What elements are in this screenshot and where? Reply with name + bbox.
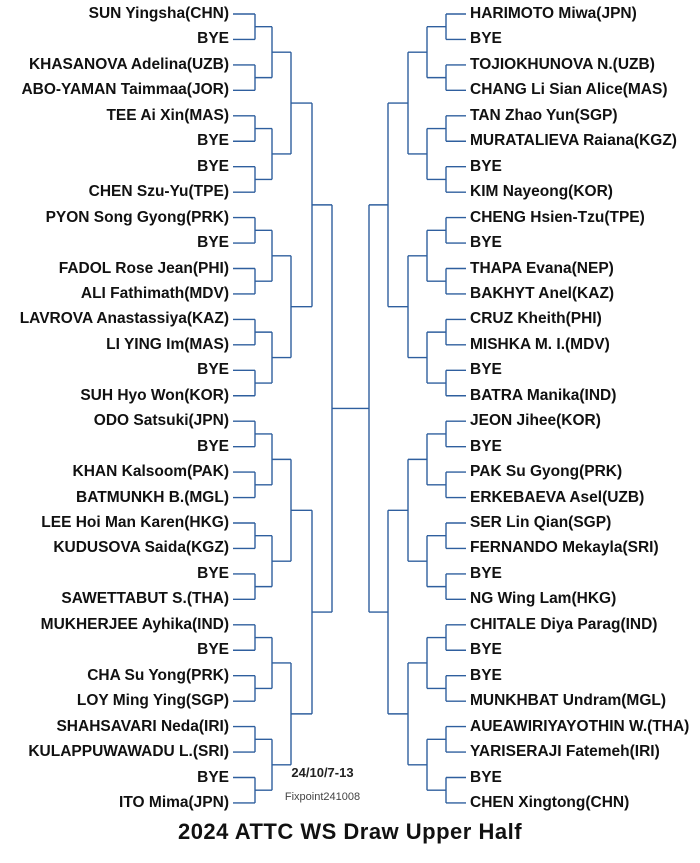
right-player: MUNKHBAT Undram(MGL) [470,692,667,710]
right-player: BYE [470,157,502,175]
right-player: TAN Zhao Yun(SGP) [470,106,618,124]
right-player: FERNANDO Mekayla(SRI) [470,539,659,557]
right-player: HARIMOTO Miwa(JPN) [470,5,637,22]
left-player: CHEN Szu-Yu(TPE) [88,183,229,201]
right-player: CHANG Li Sian Alice(MAS) [470,81,668,99]
left-player: ITO Mima(JPN) [119,793,229,811]
left-player: BATMUNKH B.(MGL) [76,488,229,506]
left-player: BYE [197,437,229,455]
left-player: KHAN Kalsoom(PAK) [72,463,229,481]
credit-label: Fixpoint241008 [284,791,361,803]
left-player: KUDUSOVA Saida(KGZ) [53,539,229,557]
left-player: KULAPPUWAWADU L.(SRI) [28,743,229,761]
draw-date: 24/10/7-13 [291,765,354,780]
left-player: BYE [197,768,229,786]
left-player: CHA Su Yong(PRK) [87,666,229,684]
right-player: CHITALE Diya Parag(IND) [470,615,658,633]
left-player: BYE [197,641,229,659]
right-player: THAPA Evana(NEP) [470,259,614,277]
left-player: BYE [197,132,229,150]
right-player: BYE [470,361,502,379]
right-player: CHENG Hsien-Tzu(TPE) [470,208,645,226]
right-player: BYE [470,768,502,786]
right-player: AUEAWIRIYAYOTHIN W.(THA) [470,717,690,735]
left-player: ODO Satsuki(JPN) [93,412,229,430]
right-player: MURATALIEVA Raiana(KGZ) [470,132,677,150]
left-player: KHASANOVA Adelina(UZB) [28,55,229,73]
right-player: PAK Su Gyong(PRK) [470,463,623,481]
left-player: BYE [197,157,229,175]
left-player: TEE Ai Xin(MAS) [106,106,229,124]
left-player: SAWETTABUT S.(THA) [61,590,229,608]
right-player: YARISERAJI Fatemeh(IRI) [470,743,660,761]
left-player: LI YING Im(MAS) [106,335,229,353]
left-player: FADOL Rose Jean(PHI) [58,259,229,277]
right-player: KIM Nayeong(KOR) [470,183,613,201]
right-player: CRUZ Kheith(PHI) [470,310,602,328]
left-player: ALI Fathimath(MDV) [80,284,229,302]
right-player: BYE [470,30,502,48]
left-player: LOY Ming Ying(SGP) [76,692,229,710]
right-player: MISHKA M. I.(MDV) [470,335,610,353]
left-player: LAVROVA Anastassiya(KAZ) [19,310,229,328]
right-player: CHEN Xingtong(CHN) [470,793,630,811]
left-player: PYON Song Gyong(PRK) [45,208,229,226]
left-player: BYE [197,30,229,48]
right-player: BAKHYT Anel(KAZ) [470,284,615,302]
right-player: TOJIOKHUNOVA N.(UZB) [470,55,655,73]
right-player: ERKEBAEVA Asel(UZB) [470,488,645,506]
left-player: LEE Hoi Man Karen(HKG) [41,514,229,531]
left-player: BYE [197,564,229,582]
left-player: SHAHSAVARI Neda(IRI) [56,717,229,735]
right-player: BATRA Manika(IND) [470,386,617,404]
right-player: BYE [470,666,502,684]
right-player: BYE [470,641,502,659]
left-player: BYE [197,234,229,252]
right-player: BYE [470,437,502,455]
right-player: SER Lin Qian(SGP) [470,514,612,531]
left-player: SUN Yingsha(CHN) [88,5,229,22]
right-player: NG Wing Lam(HKG) [470,590,617,608]
left-player: MUKHERJEE Ayhika(IND) [40,615,229,633]
left-player: BYE [197,361,229,379]
right-player: BYE [470,234,502,252]
right-player: JEON Jihee(KOR) [470,412,601,430]
left-player: ABO-YAMAN Taimmaa(JOR) [21,81,229,99]
left-player: SUH Hyo Won(KOR) [80,386,229,404]
right-player: BYE [470,564,502,582]
page-title: 2024 ATTC WS Draw Upper Half [177,819,523,844]
